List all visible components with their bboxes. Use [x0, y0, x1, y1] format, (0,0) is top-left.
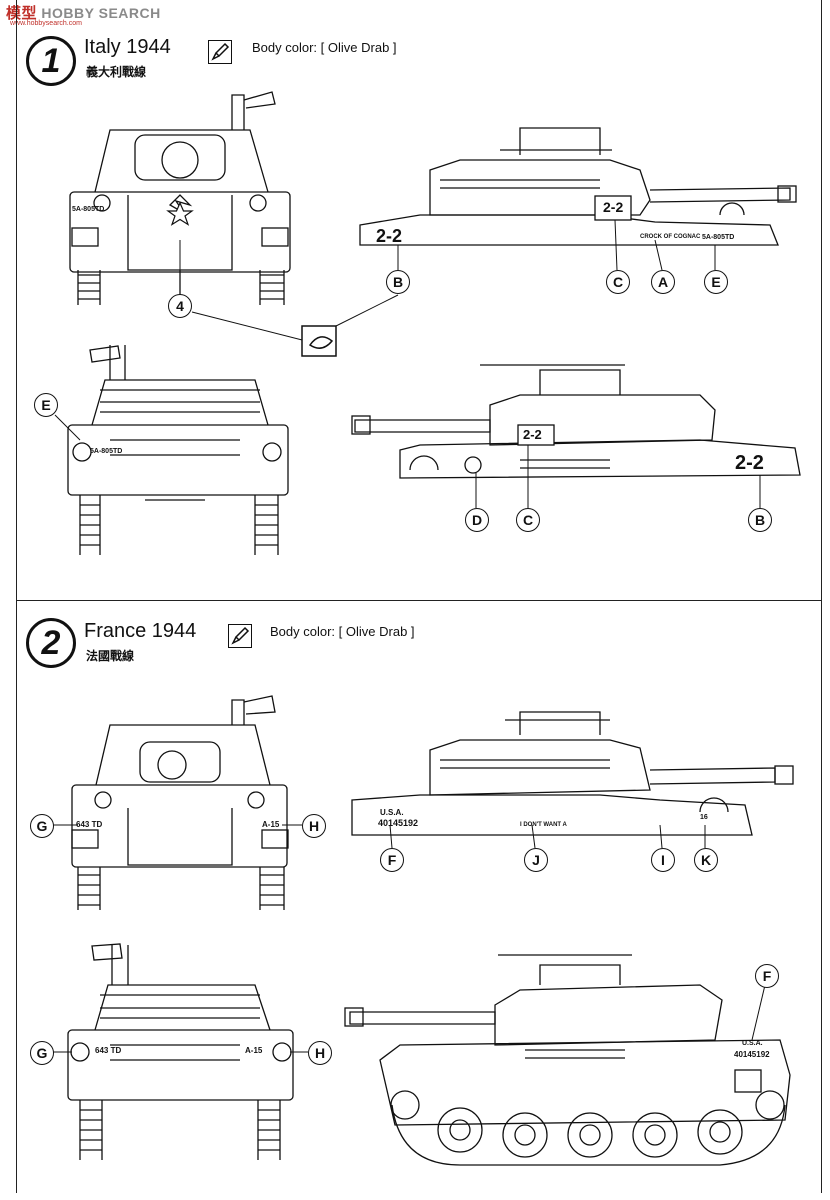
- callout-f-2: F: [755, 964, 779, 988]
- marking-crock-of-cognac: CROCK OF COGNAC: [640, 234, 701, 240]
- section-2-number: 2: [26, 618, 76, 668]
- callout-i: I: [651, 848, 675, 872]
- callout-d: D: [465, 508, 489, 532]
- callout-b-2: B: [748, 508, 772, 532]
- marking-a15-rear: A-15: [245, 1046, 263, 1055]
- callout-g-1: G: [30, 814, 54, 838]
- s2-side-view-left: [344, 954, 791, 1166]
- marking-usa-left: U.S.A.: [742, 1040, 763, 1047]
- callout-c-1: C: [606, 270, 630, 294]
- marking-turret-2-2-side: 2-2: [603, 199, 624, 215]
- callout-g-2: G: [30, 1041, 54, 1065]
- callout-k: K: [694, 848, 718, 872]
- callout-c-2: C: [516, 508, 540, 532]
- s1-rear-view: [67, 345, 289, 555]
- s1-side-view: [359, 127, 797, 246]
- callout-f-1: F: [380, 848, 404, 872]
- marking-unit-805-rear: 5A-805TD: [90, 448, 123, 455]
- callout-j: J: [524, 848, 548, 872]
- watermark-text: HOBBY SEARCH: [41, 5, 161, 21]
- section-1-frame: [16, 0, 822, 601]
- section-1-number: 1: [26, 36, 76, 86]
- watermark-cn: 模型: [6, 5, 38, 22]
- marking-a15-front: A-15: [262, 820, 280, 829]
- callout-h-2: H: [308, 1041, 332, 1065]
- s2-side-view: [351, 711, 794, 836]
- paintbrush-icon: [208, 40, 232, 64]
- marking-plate-16: 16: [700, 814, 708, 821]
- section-2-title: France 1944: [84, 620, 197, 642]
- watermark: 模型 HOBBY SEARCH: [6, 2, 161, 23]
- section-1-body-color: Body color: [ Olive Drab ]: [252, 40, 397, 55]
- body-color-value: [ Olive Drab ]: [338, 624, 415, 639]
- marking-hull-2-2-left: 2-2: [735, 452, 764, 474]
- watermark-url: www.hobbysearch.com: [10, 20, 82, 27]
- body-color-label: Body color:: [270, 624, 336, 639]
- marking-643-rear: 643 TD: [95, 1046, 122, 1055]
- callout-e-1: E: [704, 270, 728, 294]
- marking-usa-side: U.S.A.: [380, 808, 404, 817]
- callout-4: 4: [168, 294, 192, 318]
- section-2-subtitle: 法國戰線: [86, 649, 135, 663]
- marking-hull-2-2-side: 2-2: [376, 226, 403, 246]
- section-2-frame: [16, 601, 822, 1193]
- paintbrush-icon: [228, 624, 252, 648]
- s2-rear-view: [67, 943, 294, 1160]
- marking-serial-side: 40145192: [378, 818, 419, 828]
- s2-front-view: [71, 695, 289, 910]
- body-color-value: [ Olive Drab ]: [320, 40, 397, 55]
- marking-dont-want: I DON'T WANT A: [520, 822, 567, 828]
- marking-serial-left: 40145192: [734, 1050, 770, 1059]
- callout-h-1: H: [302, 814, 326, 838]
- marking-turret-2-2-left: 2-2: [523, 427, 542, 442]
- marking-unit-805-side: 5A-805TD: [702, 234, 735, 241]
- section-1-title: Italy 1944: [84, 36, 171, 58]
- callout-b-1: B: [386, 270, 410, 294]
- callout-e-2: E: [34, 393, 58, 417]
- section-1-subtitle: 義大利戰線: [86, 65, 147, 79]
- body-color-label: Body color:: [252, 40, 318, 55]
- callout-a: A: [651, 270, 675, 294]
- marking-unit-805-front: 5A-805TD: [72, 206, 105, 213]
- s1-side-view-left: [351, 364, 801, 479]
- section-2-body-color: Body color: [ Olive Drab ]: [270, 624, 415, 639]
- marking-643-front: 643 TD: [76, 820, 103, 829]
